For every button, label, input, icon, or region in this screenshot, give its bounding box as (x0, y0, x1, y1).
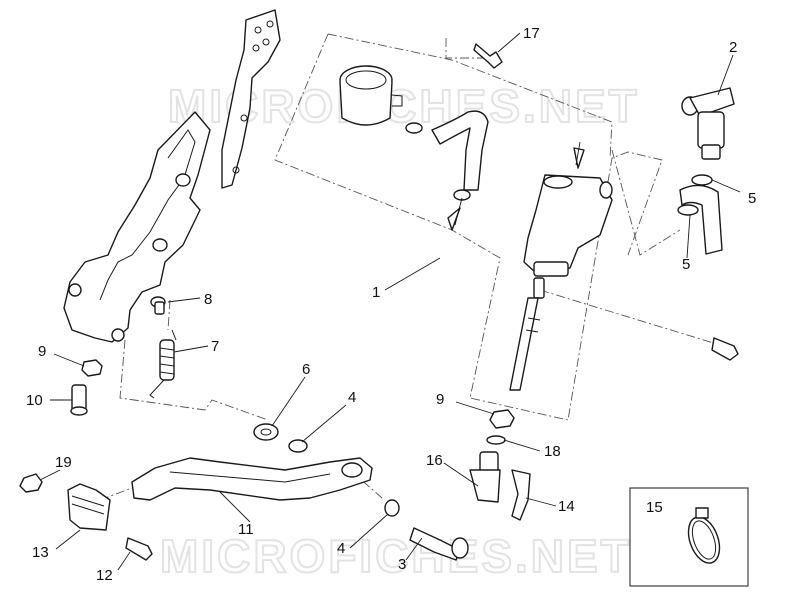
return-spring (149, 329, 177, 399)
screw-8 (150, 296, 166, 315)
pivot-bolt (409, 527, 469, 561)
guide-line-hose (611, 149, 681, 256)
callout-1: 1 (372, 284, 380, 301)
guide-line-spring (167, 299, 171, 331)
circlip-4-top (288, 439, 308, 453)
watermark-bottom: MICROFICHES.NET (160, 530, 632, 582)
bolt-12 (125, 537, 153, 561)
callout-9-right: 9 (436, 391, 444, 408)
guide-line-17 (445, 38, 488, 59)
assembly-outline (274, 33, 663, 421)
callout-14: 14 (558, 498, 575, 515)
callout-2: 2 (729, 39, 737, 56)
callout-7: 7 (211, 338, 219, 355)
sealing-washer-b (677, 204, 699, 216)
callout-4-top: 4 (348, 389, 356, 406)
mounting-bolt (711, 337, 739, 361)
callout-6: 6 (302, 361, 310, 378)
heel-guard-plate (221, 9, 281, 189)
callout-16: 16 (426, 452, 443, 469)
callout-15: 15 (646, 499, 663, 516)
callout-5-bottom: 5 (682, 256, 690, 273)
banjo-fitting (681, 87, 735, 160)
callout-17: 17 (523, 25, 540, 42)
assembly-outline-top (327, 33, 613, 159)
brake-fluid-reservoir (339, 65, 403, 126)
footrest-bracket (63, 111, 211, 343)
callout-12: 12 (96, 567, 113, 584)
guide-line-bolt (539, 289, 721, 346)
nut-19 (19, 473, 43, 493)
bolt-17 (473, 43, 503, 69)
sealing-washer-a (691, 174, 713, 186)
callout-8: 8 (204, 291, 212, 308)
nut-9-left (81, 359, 103, 377)
circlip-4-bottom (384, 499, 400, 517)
washer-6 (253, 423, 279, 441)
brake-pedal (131, 457, 373, 501)
callout-9-left: 9 (38, 343, 46, 360)
pedal-tip (67, 483, 111, 531)
nut-9-right (489, 409, 515, 429)
callout-11: 11 (238, 521, 254, 538)
callout-13: 13 (32, 544, 49, 561)
o-ring-18 (486, 435, 506, 445)
push-rod (509, 277, 545, 391)
callout-4-bottom: 4 (337, 540, 345, 557)
inset-box (629, 487, 749, 587)
callout-18: 18 (544, 443, 561, 460)
master-cylinder (523, 174, 613, 277)
flow-arrow-left (447, 207, 461, 231)
callout-10: 10 (26, 392, 43, 409)
clevis (469, 451, 501, 503)
flow-arrow-right (573, 147, 585, 169)
pivot-pin (70, 384, 88, 416)
hose-clamp-15 (687, 507, 721, 564)
reservoir-hose (405, 110, 489, 201)
callout-5-top: 5 (748, 190, 756, 207)
guide-line-pedal (119, 339, 269, 421)
brake-hose-end (679, 184, 723, 255)
callout-3: 3 (398, 556, 406, 573)
clevis-clip (511, 469, 531, 521)
callout-19: 19 (55, 454, 72, 471)
